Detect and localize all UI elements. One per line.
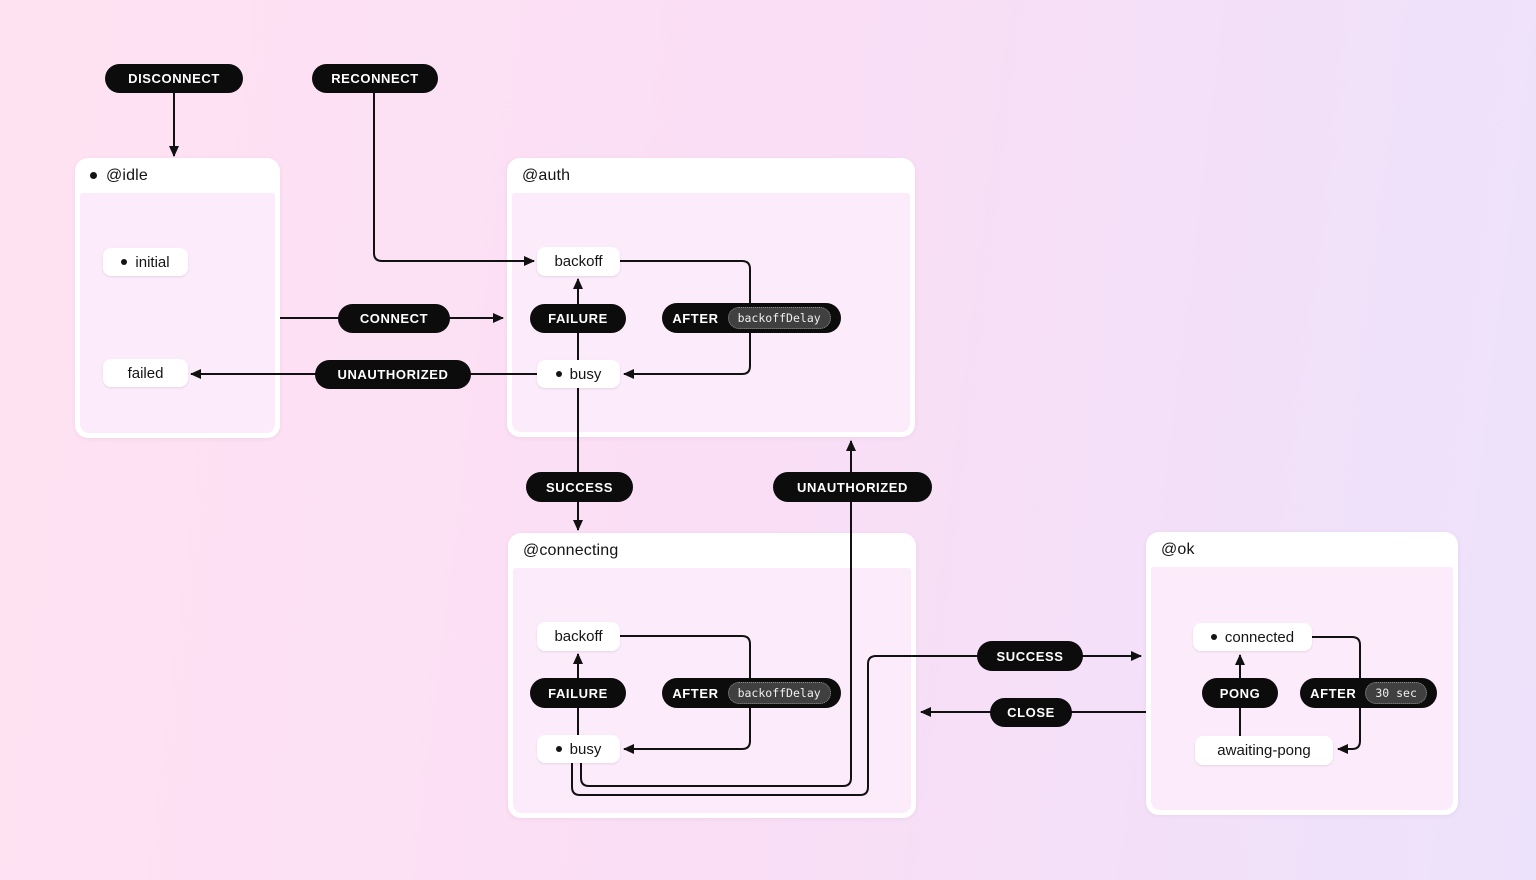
event-after-auth[interactable]: AFTER backoffDelay	[662, 303, 841, 333]
event-disconnect[interactable]: DISCONNECT	[105, 64, 243, 93]
node-connecting-busy[interactable]: busy	[537, 735, 620, 763]
state-idle[interactable]: @idle	[75, 158, 280, 438]
event-label: AFTER	[672, 310, 719, 326]
event-label: DISCONNECT	[128, 71, 220, 86]
node-label: backoff	[554, 253, 603, 270]
event-label: AFTER	[1310, 685, 1357, 701]
event-failure-auth[interactable]: FAILURE	[530, 304, 626, 333]
node-auth-busy[interactable]: busy	[537, 360, 620, 388]
node-auth-backoff[interactable]: backoff	[537, 247, 620, 276]
event-label: UNAUTHORIZED	[796, 479, 908, 495]
state-label: @idle	[106, 166, 148, 184]
state-connecting[interactable]: @connecting	[508, 533, 916, 818]
event-label: CLOSE	[1007, 705, 1055, 720]
node-idle-initial[interactable]: initial	[103, 248, 188, 276]
initial-marker-icon	[555, 746, 562, 752]
node-idle-failed[interactable]: failed	[103, 359, 188, 387]
node-label: backoff	[554, 628, 603, 645]
event-after-ok[interactable]: AFTER 30 sec	[1300, 678, 1437, 708]
state-header: @ok	[1146, 532, 1458, 567]
initial-marker-icon	[121, 259, 128, 265]
node-ok-awaiting-pong[interactable]: awaiting-pong	[1195, 736, 1333, 765]
state-header: @idle	[75, 158, 280, 193]
initial-marker-icon	[555, 371, 562, 377]
node-ok-connected[interactable]: connected	[1193, 623, 1312, 651]
event-badge: backoffDelay	[727, 306, 831, 330]
state-ok[interactable]: @ok	[1146, 532, 1458, 815]
event-close[interactable]: CLOSE	[990, 698, 1072, 727]
event-label: FAILURE	[548, 685, 608, 701]
state-header: @connecting	[508, 533, 916, 568]
node-label: failed	[127, 364, 164, 382]
event-connect[interactable]: CONNECT	[338, 304, 450, 333]
event-label: AFTER	[672, 685, 719, 701]
initial-marker-icon	[90, 172, 97, 179]
state-label: @connecting	[523, 541, 619, 559]
state-label: @ok	[1161, 540, 1195, 558]
state-header: @auth	[507, 158, 915, 193]
event-label: FAILURE	[548, 311, 608, 326]
event-unauthorized-idle[interactable]: UNAUTHORIZED	[315, 360, 471, 389]
event-failure-connecting[interactable]: FAILURE	[530, 678, 626, 708]
event-label: SUCCESS	[996, 648, 1064, 664]
event-pong[interactable]: PONG	[1202, 678, 1278, 708]
event-label: CONNECT	[359, 311, 429, 326]
state-body	[80, 193, 275, 433]
node-label: busy	[569, 740, 602, 758]
initial-marker-icon	[1210, 634, 1217, 640]
event-success-connecting[interactable]: SUCCESS	[977, 641, 1083, 671]
event-unauthorized-connecting[interactable]: UNAUTHORIZED	[773, 472, 932, 502]
event-after-connecting[interactable]: AFTER backoffDelay	[662, 678, 841, 708]
event-label: RECONNECT	[331, 71, 419, 86]
event-success-auth[interactable]: SUCCESS	[526, 472, 633, 502]
node-label: busy	[569, 365, 602, 383]
event-reconnect[interactable]: RECONNECT	[312, 64, 438, 93]
node-label: initial	[135, 253, 170, 271]
state-label: @auth	[522, 166, 571, 184]
event-label: SUCCESS	[546, 479, 613, 495]
event-label: PONG	[1219, 685, 1261, 701]
node-label: connected	[1224, 628, 1295, 646]
node-connecting-backoff[interactable]: backoff	[537, 622, 620, 651]
event-label: UNAUTHORIZED	[337, 367, 449, 382]
node-label: awaiting-pong	[1217, 742, 1311, 759]
state-auth[interactable]: @auth	[507, 158, 915, 437]
event-badge: 30 sec	[1365, 681, 1427, 705]
event-badge: backoffDelay	[727, 681, 831, 705]
